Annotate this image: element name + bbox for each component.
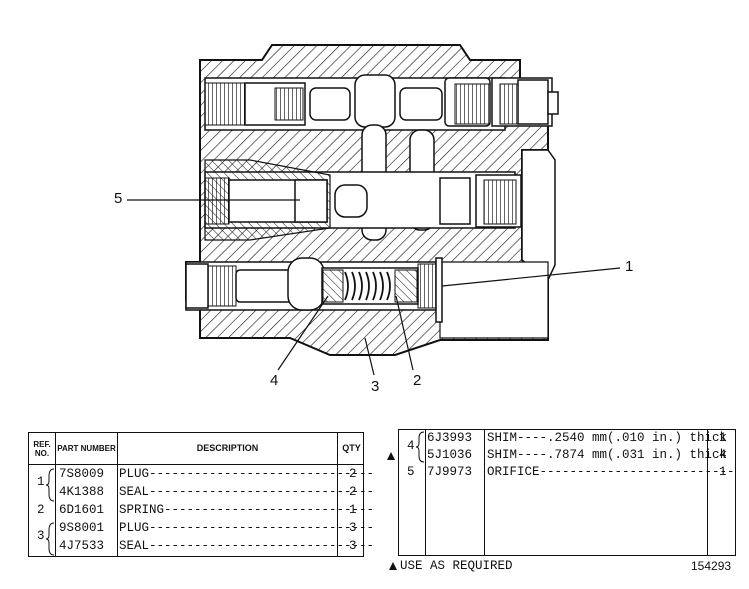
upper-bore [204, 74, 559, 131]
header-ref-no: REF. NO. [33, 439, 51, 458]
row-description: ORIFICE-------------------------- [487, 465, 735, 479]
table-row: 4J7533 SEAL-----------------------------… [29, 537, 374, 555]
table-row: 5J1036 SHIM----.7874 mm(.031 in.) thick … [399, 447, 735, 464]
header-part-number: PART NUMBER [57, 444, 116, 453]
row-ref: 3 [37, 529, 45, 543]
row-part-number: 7S8009 [59, 467, 105, 481]
row-part-number: 4K1388 [59, 485, 105, 499]
row-part-number: 6D1601 [59, 503, 105, 517]
callout-3: 3 [371, 378, 380, 395]
row-qty: 2 [349, 485, 357, 499]
row-qty: 2 [349, 467, 357, 481]
footnote-marker [389, 562, 397, 570]
row-qty: 3 [349, 539, 357, 553]
row-description: SPRING---------------------------- [119, 503, 375, 517]
use-as-required-marker [387, 452, 395, 460]
table-row: 2 6D1601 SPRING-------------------------… [29, 501, 374, 519]
row-qty: 4 [719, 448, 727, 462]
header-description: DESCRIPTION [196, 443, 259, 453]
row-ref: 2 [37, 503, 45, 517]
footnote: USE AS REQUIRED [400, 559, 513, 573]
row-part-number: 5J1036 [427, 448, 473, 462]
row-part-number: 9S8001 [59, 521, 105, 535]
row-description: SHIM----.7874 mm(.031 in.) thick [487, 448, 728, 462]
parts-table-left: REF. NO. PART NUMBER DESCRIPTION QTY 1 7… [28, 432, 374, 557]
row-description: PLUG------------------------------ [119, 521, 375, 535]
header-qty: QTY [342, 443, 361, 453]
row-ref: 5 [407, 465, 415, 479]
row-part-number: 6J3993 [427, 431, 473, 445]
row-description: SHIM----.2540 mm(.010 in.) thick [487, 431, 728, 445]
row-ref: 4 [407, 439, 415, 453]
drawing-number: 154293 [691, 559, 732, 573]
row-description: SEAL------------------------------ [119, 485, 375, 499]
table-row: 1 7S8009 PLUG---------------------------… [29, 465, 374, 489]
callout-2: 2 [413, 372, 422, 389]
row-qty: 1 [719, 431, 727, 445]
row-qty: 1 [349, 503, 357, 517]
row-part-number: 4J7533 [59, 539, 105, 553]
row-part-number: 7J9973 [427, 465, 473, 479]
table-header [29, 433, 363, 465]
row-ref: 1 [37, 475, 45, 489]
brace-group-3 [46, 522, 55, 556]
table-row: 4 6J3993 SHIM----.2540 mm(.010 in.) thic… [399, 430, 735, 453]
row-qty: 1 [719, 465, 727, 479]
callout-1: 1 [625, 258, 634, 275]
row-description: SEAL------------------------------ [119, 539, 375, 553]
table-row: 5 7J9973 ORIFICE------------------------… [399, 464, 735, 481]
callout-4: 4 [270, 372, 279, 389]
valve-cross-section-drawing [127, 44, 621, 376]
brace-group-4 [416, 431, 425, 463]
parts-table-right: 4 6J3993 SHIM----.2540 mm(.010 in.) thic… [398, 429, 736, 556]
leader-lines [127, 199, 621, 376]
brace-group-1 [46, 468, 55, 502]
lower-bore [185, 257, 443, 323]
row-description: PLUG------------------------------ [119, 467, 375, 481]
row-qty: 3 [349, 521, 357, 535]
table-row: 4K1388 SEAL-----------------------------… [29, 483, 374, 501]
table-row: 3 9S8001 PLUG---------------------------… [29, 519, 374, 543]
callout-5: 5 [114, 190, 123, 207]
footnote-text: USE AS REQUIRED [400, 559, 513, 573]
